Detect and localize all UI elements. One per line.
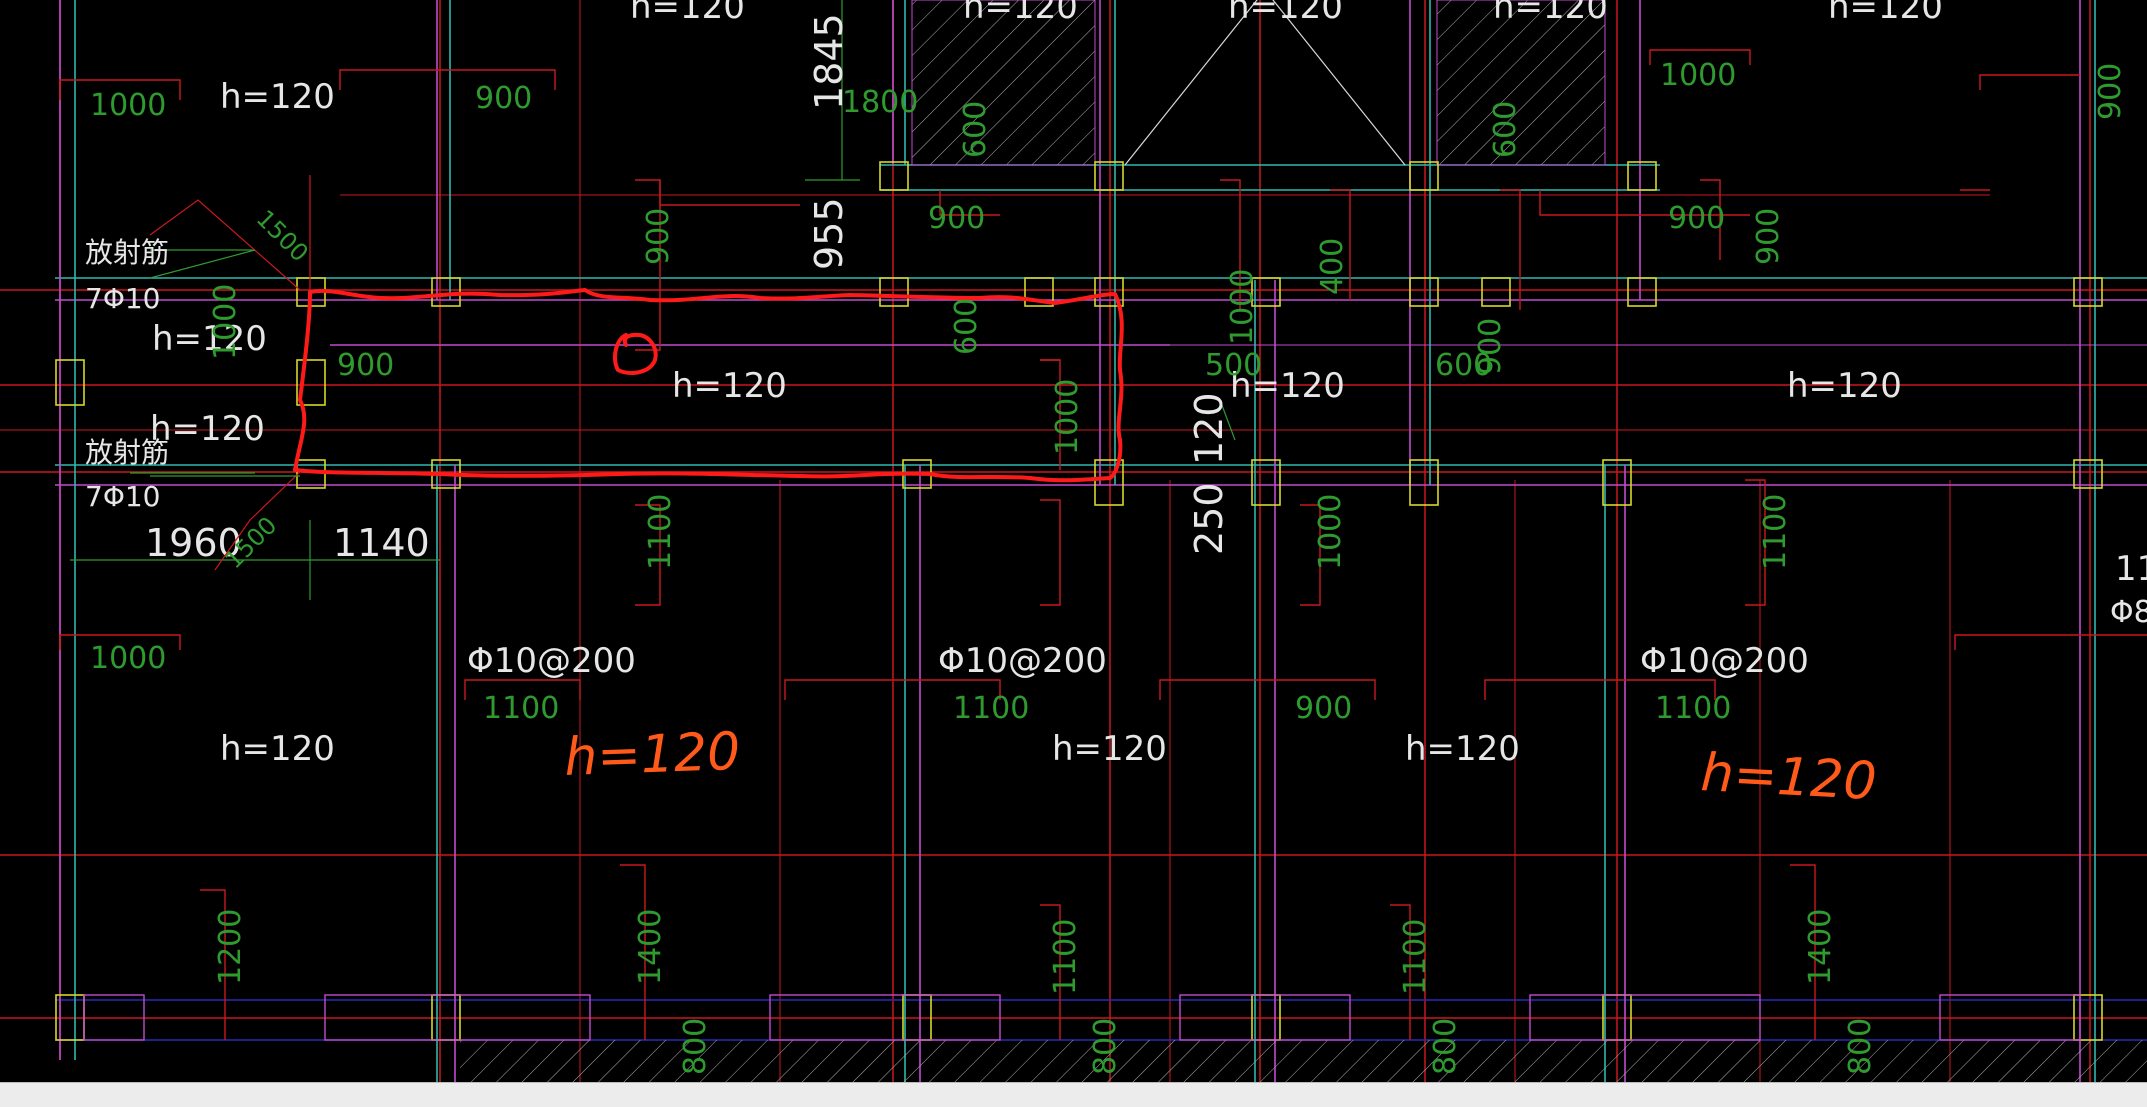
rebar-length: 1200 [213,909,248,985]
rebar-length: 900 [641,208,676,265]
rebar-length: 1100 [1398,919,1433,995]
slab-label: h=120 [220,729,335,769]
dimension-250: 250 [1187,482,1231,555]
rebar-length: 1000 [90,641,166,676]
rebar-length: 500 [1205,348,1262,383]
rebar-length: 900 [2093,63,2128,120]
handwritten-note-right: h=120 [1699,743,1878,812]
dimension-120: 120 [1187,392,1231,465]
rebar-length: 600 [1435,348,1492,383]
radial-bar-label: 放射筋 [85,436,169,469]
dimension-1960: 1960 [145,521,242,565]
slab-label: h=120 [963,0,1078,27]
rebar-length: 800 [1428,1018,1463,1075]
rebar-length: 1100 [483,691,559,726]
slab-label: h=120 [1052,729,1167,769]
slab-label: h=120 [220,77,335,117]
slab-label: h=120 [630,0,745,27]
opening-triangle [1124,0,1406,166]
rebar-length: 1000 [90,88,166,123]
rebar-length: 900 [1295,691,1352,726]
rebar-length: 1500 [251,204,314,267]
rebar-length: 900 [928,201,985,236]
rebar-length: 600 [958,101,993,158]
dimension-lines [70,0,1236,600]
rebar-length: 900 [475,81,532,116]
rebar-brackets [59,49,2147,1040]
radial-bar-lines [149,175,311,571]
rebar-length: 800 [678,1018,713,1075]
rebar-spec: Φ10@200 [938,641,1107,681]
annotations: 放射筋 7Φ10 放射筋 7Φ10 1960 1140 1845 955 250… [85,13,2147,681]
slab-label: h=120 [1828,0,1943,27]
markup-outline [293,288,1124,483]
radial-bar-spec: 7Φ10 [85,480,160,513]
slab-label: h=120 [1405,729,1520,769]
rebar-spec: Φ10@200 [467,641,636,681]
rebar-spec: Φ10@200 [1640,641,1809,681]
dimension-1845: 1845 [807,13,851,110]
cad-drawing-canvas[interactable]: h=120 h=120 h=120 h=120 h=120 h=120 h=12… [0,0,2147,1082]
rebar-length: 1100 [953,691,1029,726]
handwritten-notes: h=120 h=120 [563,722,1878,812]
rebar-length: 900 [1751,208,1786,265]
rebar-length: 800 [1843,1018,1878,1075]
slab-label: h=120 [672,366,787,406]
rebar-length: 600 [1488,101,1523,158]
slab-label: h=120 [152,319,267,359]
dimension-955: 955 [807,197,851,270]
radial-bar-label: 放射筋 [85,236,169,269]
rebar-length: 1100 [1758,494,1793,570]
rebar-length: 1400 [1803,909,1838,985]
rebar-length: 800 [1088,1018,1123,1075]
dimension-1140: 1140 [333,521,430,565]
rebar-length: 1000 [1313,494,1348,570]
rebar-length: 600 [949,298,984,355]
rebar-length: 1100 [1048,919,1083,995]
radial-bar-spec: 7Φ10 [85,282,160,315]
slab-label: h=120 [1228,0,1343,27]
rebar-spec-cut: Φ8 [2110,595,2147,630]
rebar-length: 900 [337,348,394,383]
rebar-length: 1100 [643,494,678,570]
slab-label: h=120 [1230,366,1345,406]
handwritten-note-left: h=120 [563,722,741,788]
rebar-length: 1000 [1225,269,1260,345]
rebar-length: 900 [1473,318,1508,375]
wall-segments [83,994,2081,1041]
slab-label: h=120 [1787,366,1902,406]
rebar-spec-cut: 11 [2115,549,2147,589]
rebar-lengths: 1000 900 1800 1000 900 900 900 900 900 4… [90,58,2128,1075]
rebar-length: 1400 [633,909,668,985]
status-bar [0,1082,2147,1107]
rebar-length: 900 [1668,201,1725,236]
rebar-length: 1000 [1050,379,1085,455]
slab-labels: h=120 h=120 h=120 h=120 h=120 h=120 h=12… [150,0,1943,769]
columns [55,161,2103,1041]
hatched-regions [460,0,2147,1082]
floor-slab-plan: h=120 h=120 h=120 h=120 h=120 h=120 h=12… [0,0,2147,1082]
rebar-length: 1100 [1655,691,1731,726]
rebar-length: 1000 [1660,58,1736,93]
slab-label: h=120 [1493,0,1608,27]
rebar-length: 1800 [842,85,918,120]
slab-label: h=120 [150,409,265,449]
rebar-length: 400 [1315,238,1350,295]
rebar-length: 1000 [208,284,243,360]
